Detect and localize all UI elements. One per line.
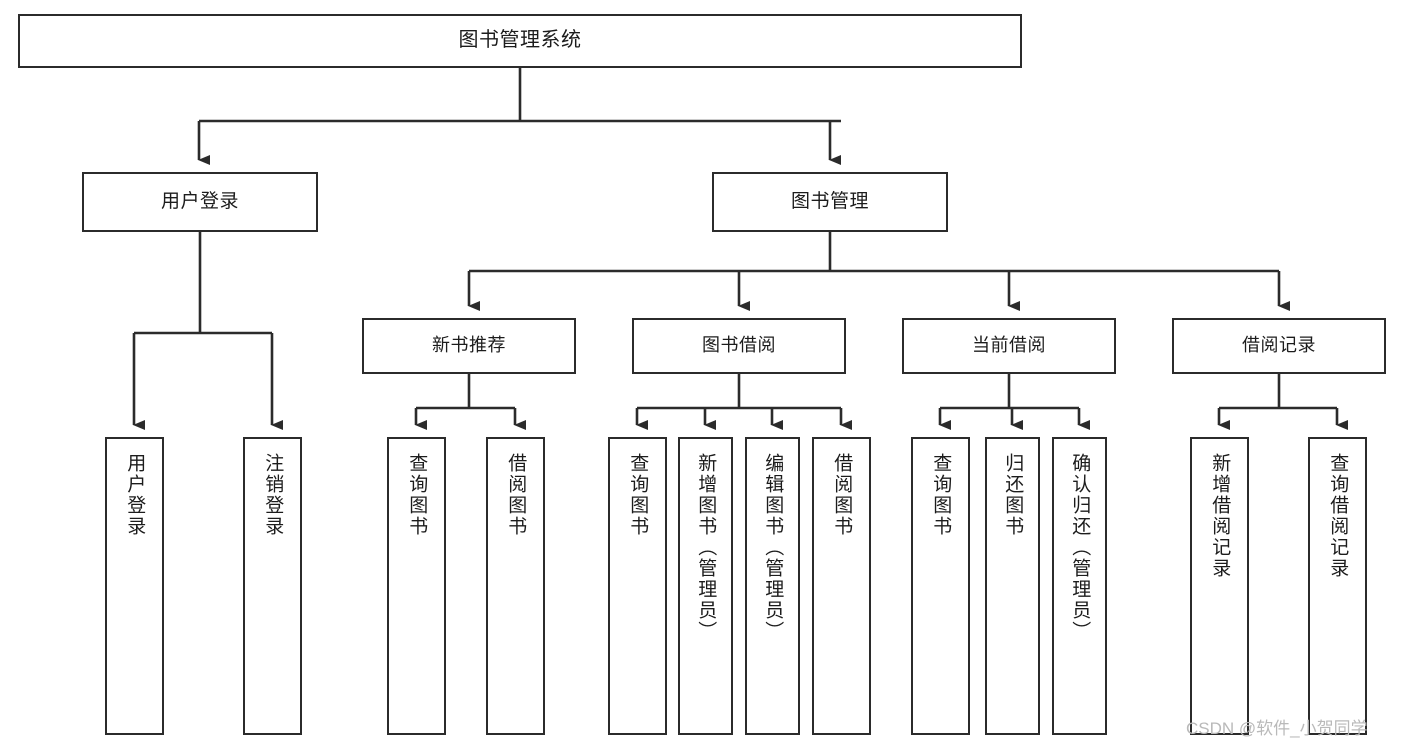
node-root-label: 图书管理系统 xyxy=(458,29,582,52)
node-book-manage-label: 图书管理 xyxy=(790,190,869,212)
node-leaf-borrow-book-1-label: 借阅图书 xyxy=(505,453,527,537)
node-leaf-query-record[interactable]: 查询借阅记录 xyxy=(1308,437,1367,735)
node-book-borrow-label: 图书借阅 xyxy=(702,335,776,356)
node-leaf-user-login[interactable]: 用户登录 xyxy=(105,437,164,735)
node-root[interactable]: 图书管理系统 xyxy=(18,14,1022,68)
node-leaf-confirm-return[interactable]: 确认归还（管理员） xyxy=(1052,437,1107,735)
node-leaf-add-book[interactable]: 新增图书（管理员） xyxy=(678,437,733,735)
node-leaf-edit-book[interactable]: 编辑图书（管理员） xyxy=(745,437,800,735)
node-current-borrow[interactable]: 当前借阅 xyxy=(902,318,1116,374)
node-current-borrow-label: 当前借阅 xyxy=(972,335,1046,356)
node-user-login-label: 用户登录 xyxy=(160,190,239,212)
node-leaf-query-book-3[interactable]: 查询图书 xyxy=(911,437,970,735)
node-book-borrow[interactable]: 图书借阅 xyxy=(632,318,846,374)
node-leaf-query-book-3-label: 查询图书 xyxy=(930,453,952,537)
node-new-book-recommend-label: 新书推荐 xyxy=(432,335,506,356)
node-borrow-record-label: 借阅记录 xyxy=(1242,335,1316,356)
node-leaf-query-book-1[interactable]: 查询图书 xyxy=(387,437,446,735)
node-leaf-edit-book-label: 编辑图书（管理员） xyxy=(762,453,784,642)
node-leaf-query-record-label: 查询借阅记录 xyxy=(1327,453,1349,579)
node-leaf-query-book-1-label: 查询图书 xyxy=(406,453,428,537)
node-leaf-logout-label: 注销登录 xyxy=(262,453,284,537)
node-leaf-add-book-label: 新增图书（管理员） xyxy=(695,453,717,642)
node-leaf-confirm-return-label: 确认归还（管理员） xyxy=(1069,453,1091,642)
node-leaf-borrow-book-1[interactable]: 借阅图书 xyxy=(486,437,545,735)
node-book-manage[interactable]: 图书管理 xyxy=(712,172,948,232)
node-borrow-record[interactable]: 借阅记录 xyxy=(1172,318,1386,374)
node-new-book-recommend[interactable]: 新书推荐 xyxy=(362,318,576,374)
node-leaf-query-book-2-label: 查询图书 xyxy=(627,453,649,537)
node-leaf-borrow-book-2-label: 借阅图书 xyxy=(831,453,853,537)
node-leaf-user-login-label: 用户登录 xyxy=(124,453,146,537)
node-leaf-return-book[interactable]: 归还图书 xyxy=(985,437,1040,735)
csdn-watermark: CSDN @软件_小贺同学 xyxy=(1186,719,1368,738)
node-leaf-add-record[interactable]: 新增借阅记录 xyxy=(1190,437,1249,735)
node-leaf-add-record-label: 新增借阅记录 xyxy=(1209,453,1231,579)
node-leaf-return-book-label: 归还图书 xyxy=(1002,453,1024,537)
node-user-login[interactable]: 用户登录 xyxy=(82,172,318,232)
node-leaf-query-book-2[interactable]: 查询图书 xyxy=(608,437,667,735)
node-leaf-borrow-book-2[interactable]: 借阅图书 xyxy=(812,437,871,735)
node-leaf-logout[interactable]: 注销登录 xyxy=(243,437,302,735)
